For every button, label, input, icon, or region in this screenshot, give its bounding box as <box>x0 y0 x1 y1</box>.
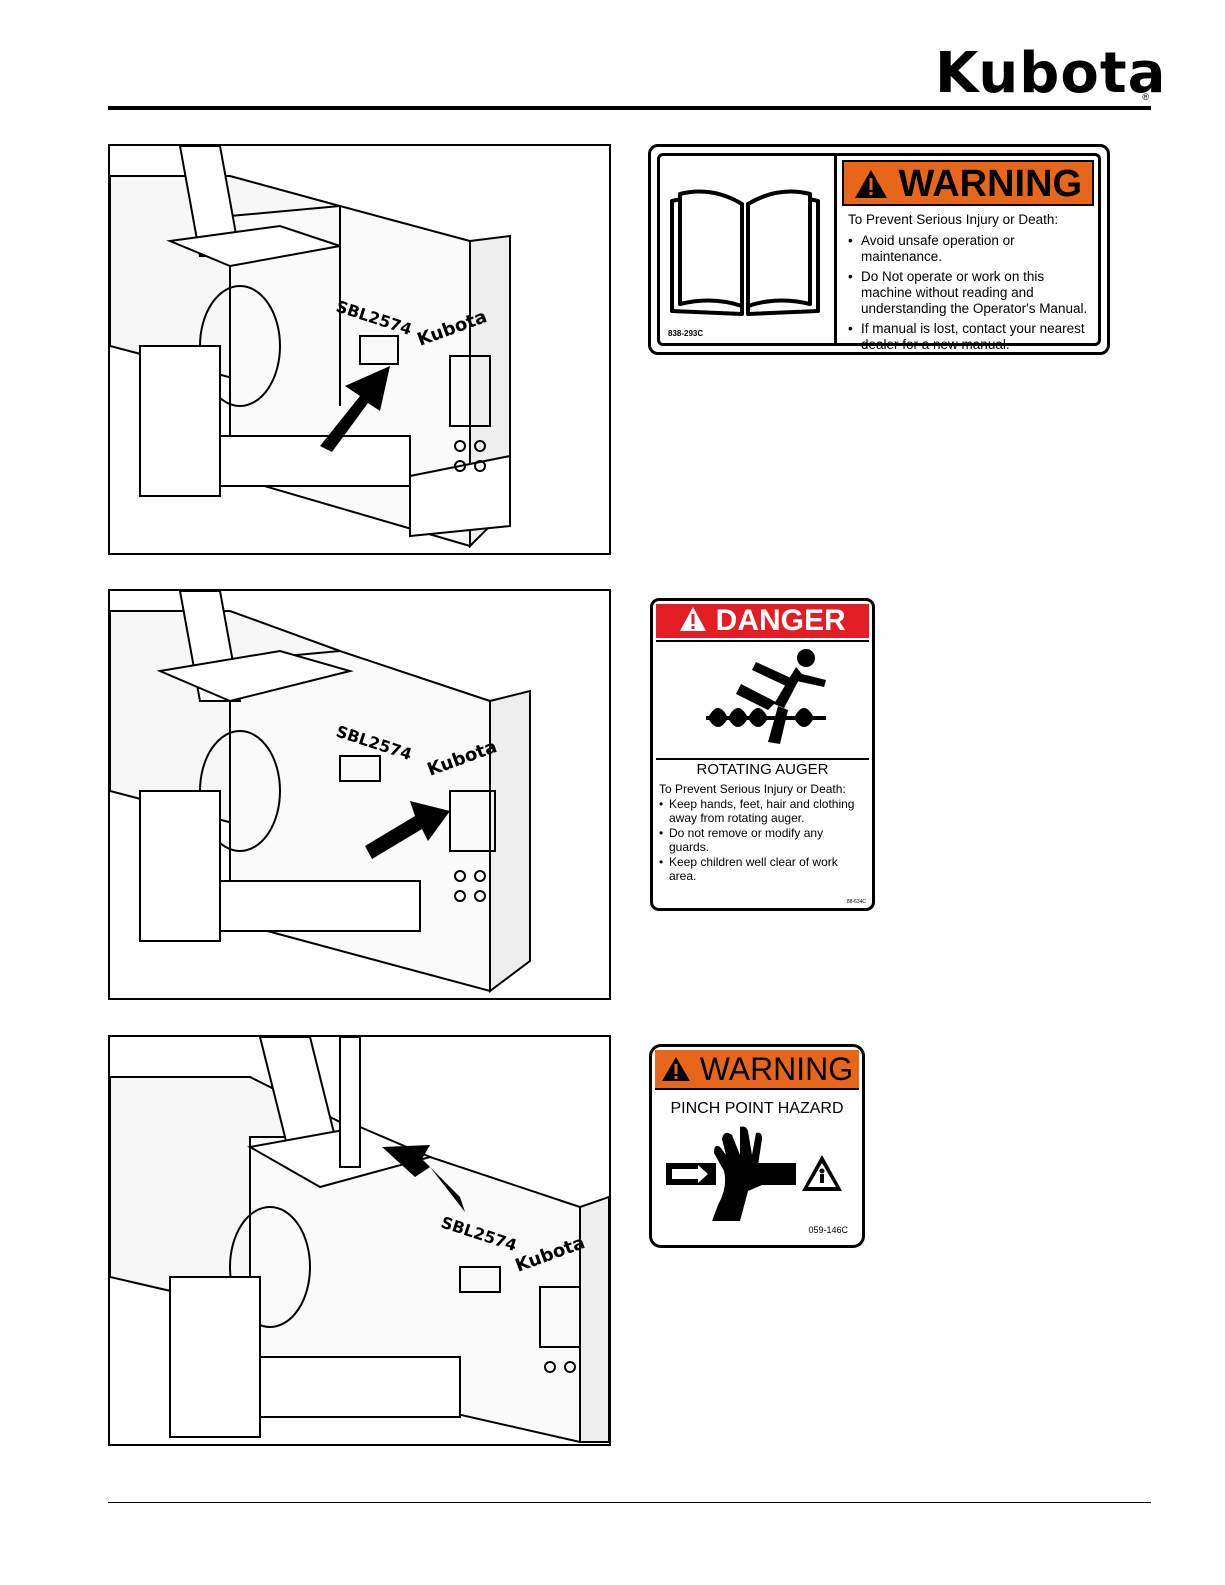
part-number: 059-146C <box>808 1225 848 1235</box>
header-rule <box>108 106 1151 110</box>
part-number: 838-293C <box>668 329 704 338</box>
snowblower-illustration: SBL2574 Kubota <box>110 591 531 993</box>
alert-triangle-icon <box>854 170 887 198</box>
decal-lead: To Prevent Serious Injury or Death: <box>659 782 846 796</box>
pinch-point-hand-icon <box>662 1125 852 1225</box>
alert-triangle-icon <box>661 1057 690 1081</box>
manual-book-icon: 838-293C <box>660 156 837 343</box>
decal-item: If manual is lost, contact your nearest … <box>848 321 1090 353</box>
decal-title: PINCH POINT HAZARD <box>670 1100 844 1117</box>
decal-item: Do Not operate or work on this machine w… <box>848 269 1090 317</box>
figure-3-snowblower-pinch-point-decal-location: SBL2574 Kubota <box>108 1035 611 1446</box>
signal-header: WARNING <box>842 160 1094 206</box>
signal-word: DANGER <box>715 604 846 637</box>
decal-item: Keep hands, feet, hair and clothing away… <box>659 797 866 826</box>
signal-header: WARNING <box>655 1050 859 1090</box>
decal-text: To Prevent Serious Injury or Death: Keep… <box>659 782 866 884</box>
decal-text: To Prevent Serious Injury or Death: Avoi… <box>848 212 1090 357</box>
snowblower-illustration: SBL2574 Kubota <box>110 1037 609 1444</box>
decal-item: Keep children well clear of work area. <box>659 855 866 884</box>
footer-rule <box>108 1502 1151 1503</box>
figure-1-snowblower-manual-decal-location: SBL2574 Kubota <box>108 144 611 555</box>
logo-text: Kubota <box>935 41 1167 106</box>
part-number: 88-634C <box>846 899 866 905</box>
decal-item: Avoid unsafe operation or maintenance. <box>848 233 1090 265</box>
decal-lead: To Prevent Serious Injury or Death: <box>848 212 1059 227</box>
danger-decal-rotating-auger: DANGER ROTATING AUGER To Prevent Serious… <box>650 598 875 911</box>
kubota-logo: Kubota ® <box>935 44 1165 104</box>
signal-word: WARNING <box>898 163 1083 205</box>
decal-title: ROTATING AUGER <box>696 761 829 778</box>
registered-mark: ® <box>1142 92 1149 102</box>
signal-word: WARNING <box>699 1051 854 1087</box>
auger-entanglement-icon <box>656 640 869 760</box>
decal-item: Do not remove or modify any guards. <box>659 826 866 855</box>
alert-triangle-icon <box>680 607 707 631</box>
warning-decal-operators-manual: 838-293C WARNING To Prevent Serious Inju… <box>648 144 1110 355</box>
figure-2-snowblower-auger-decal-location: SBL2574 Kubota <box>108 589 611 1000</box>
signal-header: DANGER <box>656 604 869 638</box>
snowblower-illustration: SBL2574 Kubota <box>110 146 511 549</box>
warning-decal-pinch-point: WARNING PINCH POINT HAZARD 059-146C <box>649 1044 865 1248</box>
